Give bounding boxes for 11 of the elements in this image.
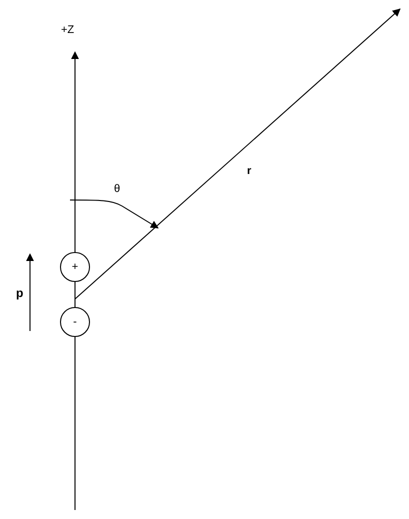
axis-label: p [16,287,24,299]
charge-circle [60,252,90,282]
charge-circle [60,307,90,337]
charge-sign: - [73,316,77,328]
axis-arrow [71,51,79,252]
axis-line [74,336,76,510]
axis-line [74,282,76,308]
charge-sign: + [72,262,78,272]
axis-label: +Z [61,25,74,36]
axis-label: r [247,166,252,177]
axis-label: θ [114,184,120,195]
